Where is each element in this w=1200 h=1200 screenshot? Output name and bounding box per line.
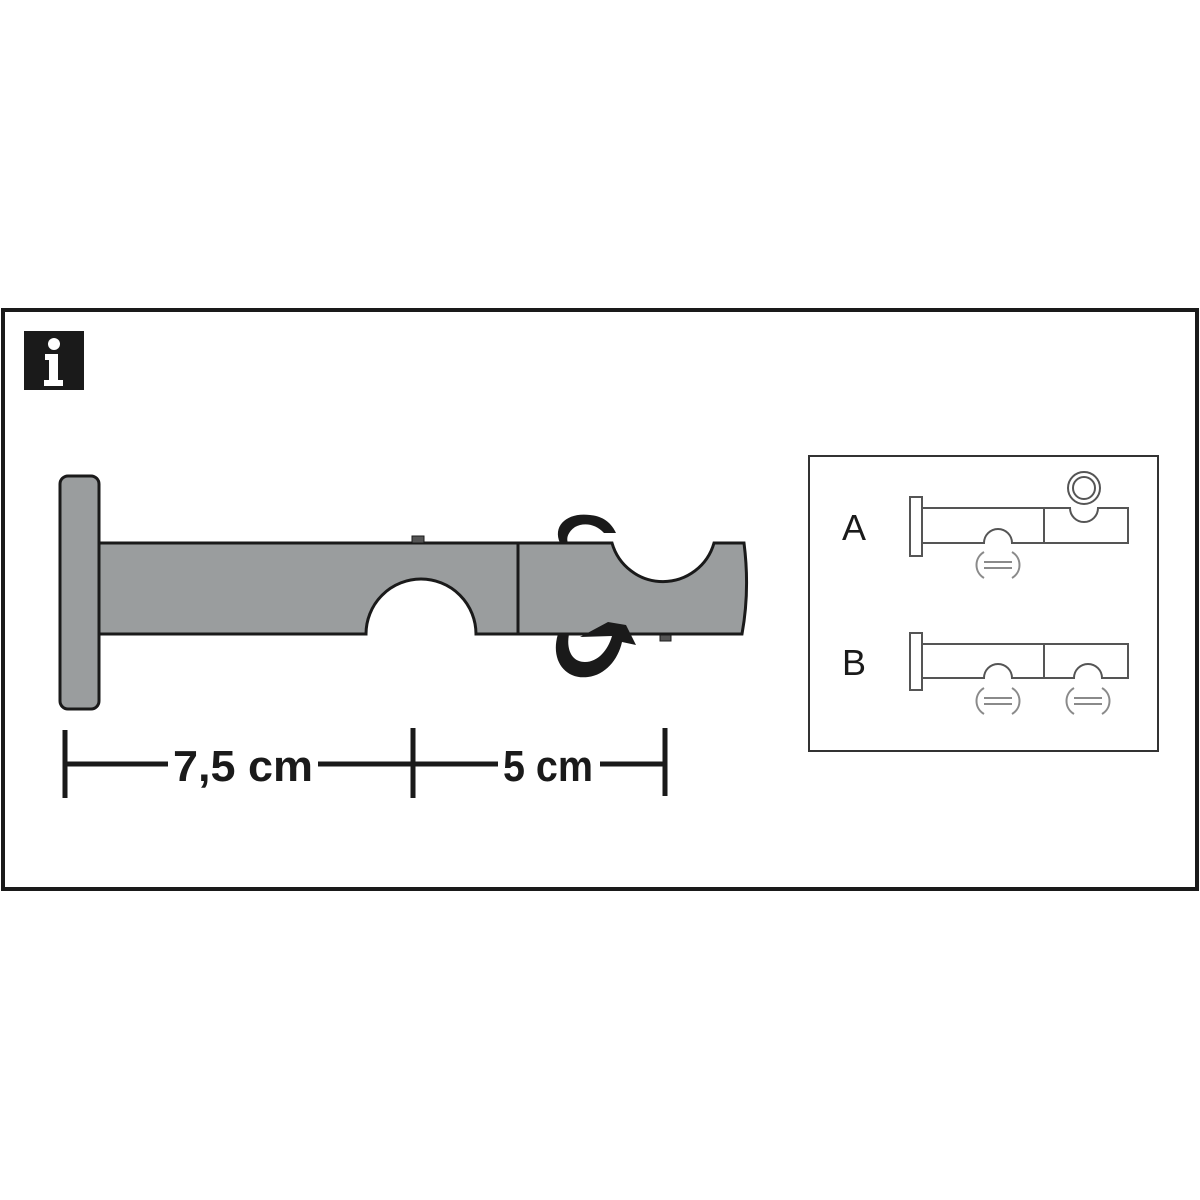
option-label-b: B	[842, 642, 866, 683]
rod-profile-icon	[975, 551, 1021, 579]
outer-arm	[516, 541, 749, 636]
dimension-label-first: 7,5 cm	[173, 742, 313, 791]
inset-panel: A B	[808, 455, 1159, 752]
screw-nub-bottom	[659, 634, 672, 642]
rotate-arrow-icon	[555, 514, 636, 678]
option-a-diagram	[909, 471, 1129, 579]
option-b-diagram	[909, 632, 1129, 715]
rod-profile-icon	[975, 687, 1111, 715]
info-icon	[24, 331, 84, 390]
screw-nub-top	[411, 535, 425, 544]
bracket-illustration	[58, 474, 749, 711]
dimension-line	[62, 728, 668, 798]
dimension-label-second: 5 cm	[503, 742, 593, 791]
option-label-a: A	[842, 507, 866, 548]
wall-plate	[58, 474, 101, 711]
inner-arm	[97, 541, 520, 636]
